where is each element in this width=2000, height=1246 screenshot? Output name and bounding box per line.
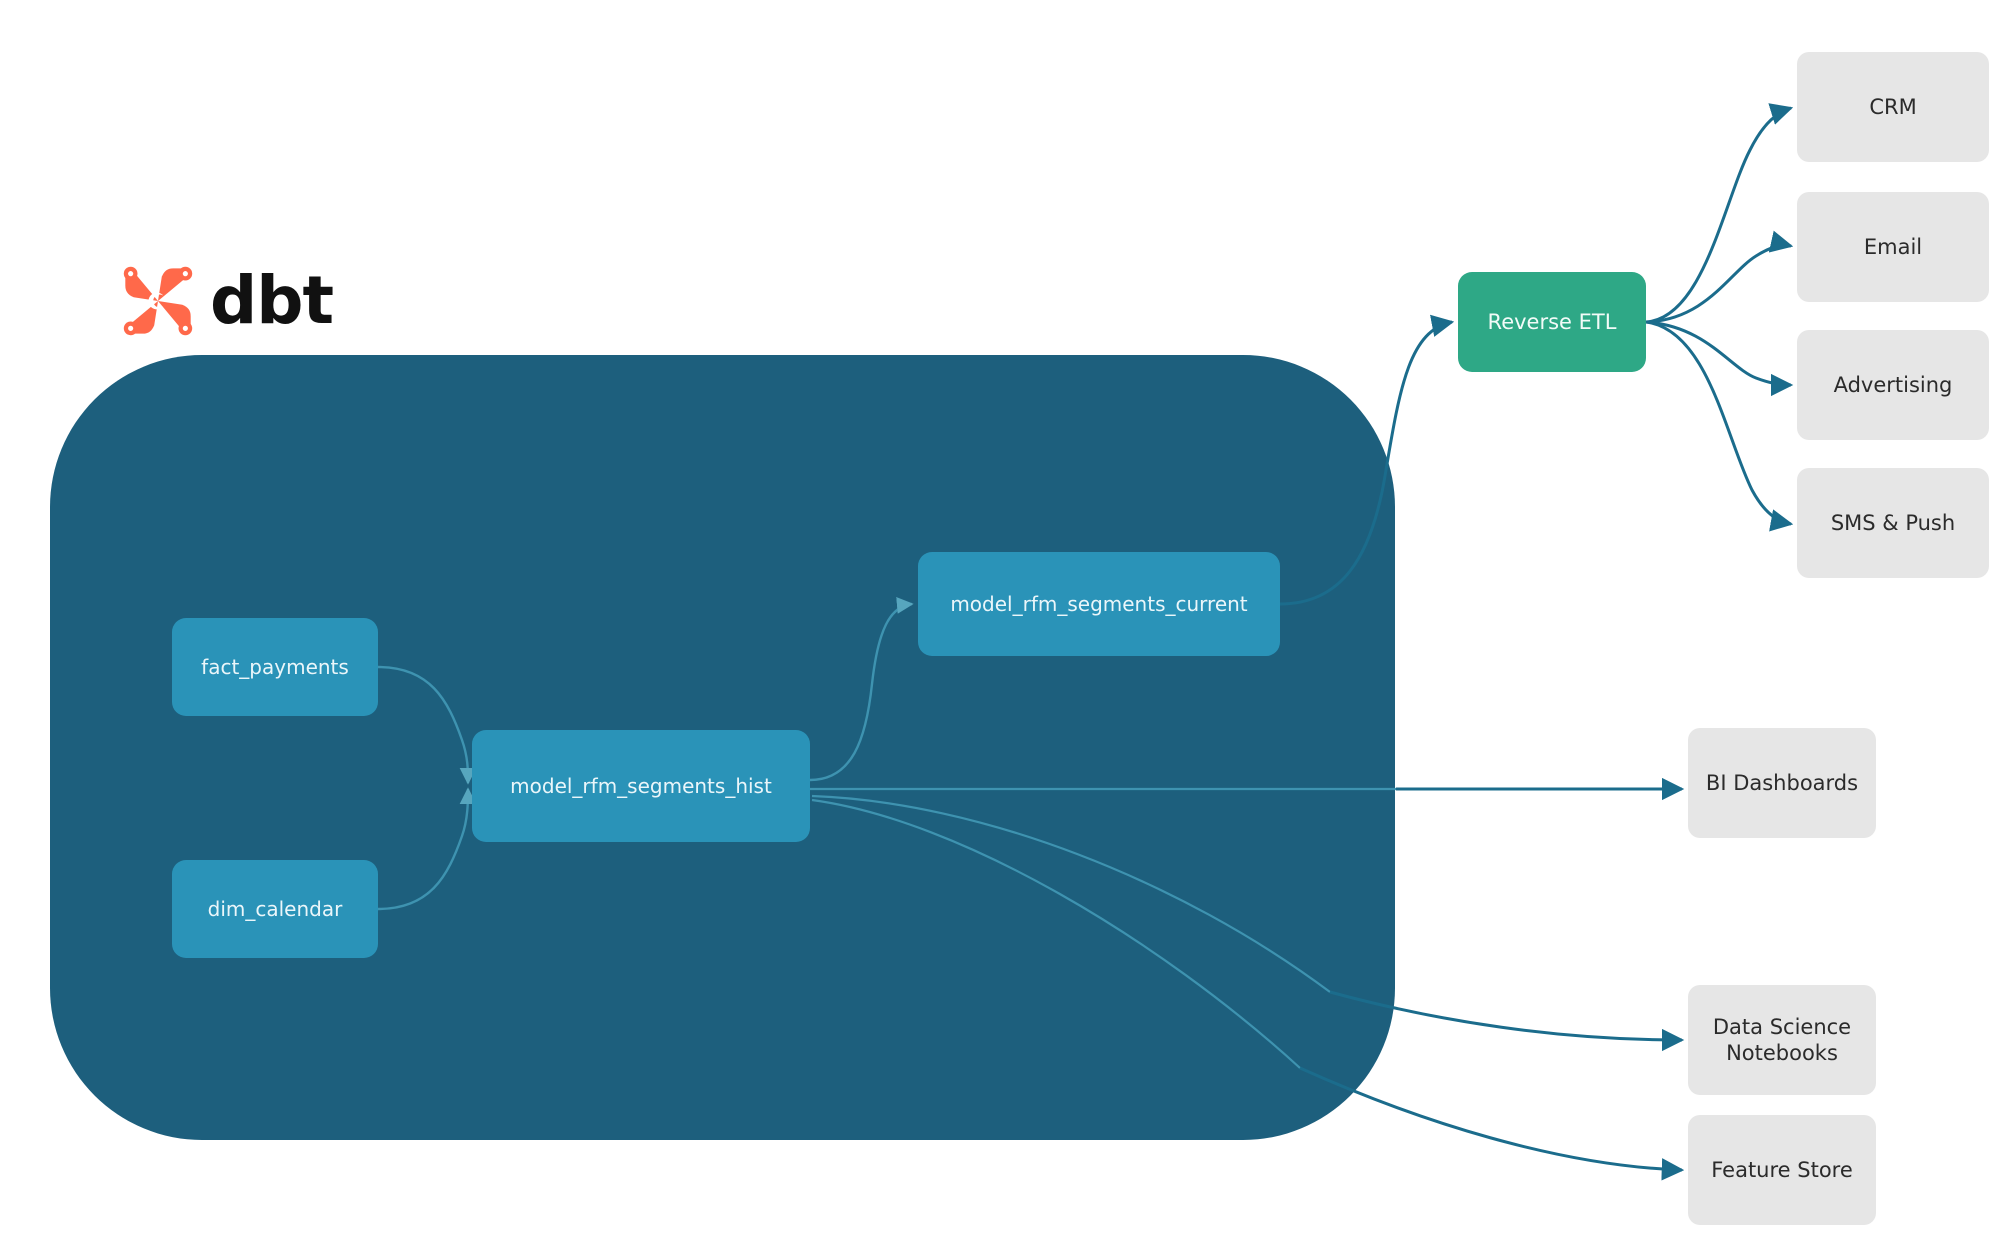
node-label: SMS & Push [1830,510,1956,535]
node-label: Advertising [1833,372,1953,397]
edge-to-notebooks [1329,990,1685,1052]
node-label: CRM [1869,94,1917,119]
node-label: Data Science Notebooks [1703,1014,1861,1067]
edge-reverse-etl-to-sms-push [1645,320,1794,532]
edge-hist-to-notebooks-inside [811,794,1331,993]
node-email[interactable]: Email [1797,192,1989,302]
node-label-line-2: Notebooks [1726,1041,1838,1065]
node-label: dim_calendar [207,896,343,921]
node-bi-dashboards[interactable]: BI Dashboards [1688,728,1876,838]
node-advertising[interactable]: Advertising [1797,330,1989,440]
edge-dim-calendar-to-hist [377,787,477,911]
dbt-wordmark: dbt [210,262,334,339]
node-crm[interactable]: CRM [1797,52,1989,162]
node-model-rfm-segments-current[interactable]: model_rfm_segments_current [918,552,1280,656]
node-label: BI Dashboards [1705,770,1859,795]
edge-hist-to-feature-inside [811,798,1301,1069]
node-label: Email [1863,234,1923,259]
node-fact-payments[interactable]: fact_payments [172,618,378,716]
node-feature-store[interactable]: Feature Store [1688,1115,1876,1225]
node-label: model_rfm_segments_current [950,591,1248,616]
edge-fact-payments-to-hist [377,665,477,785]
dbt-logo: dbt [120,258,340,344]
dbt-mark-icon [123,266,193,336]
edge-hist-to-current [809,597,914,782]
node-dim-calendar[interactable]: dim_calendar [172,860,378,958]
node-model-rfm-segments-hist[interactable]: model_rfm_segments_hist [472,730,810,842]
node-label: fact_payments [201,654,349,679]
edge-reverse-etl-to-crm [1645,103,1794,324]
edge-reverse-etl-to-advertising [1645,320,1794,397]
node-label: Feature Store [1711,1157,1853,1182]
node-label: model_rfm_segments_hist [510,773,772,798]
edge-reverse-etl-to-email [1645,230,1794,324]
edge-current-to-reverse-etl [1279,314,1455,606]
edge-to-feature-store [1299,1066,1685,1181]
node-sms-push[interactable]: SMS & Push [1797,468,1989,578]
node-label-line-1: Data Science [1712,1014,1852,1039]
node-label: Reverse ETL [1487,309,1617,334]
node-reverse-etl[interactable]: Reverse ETL [1458,272,1646,372]
node-data-science-notebooks[interactable]: Data Science Notebooks [1688,985,1876,1095]
